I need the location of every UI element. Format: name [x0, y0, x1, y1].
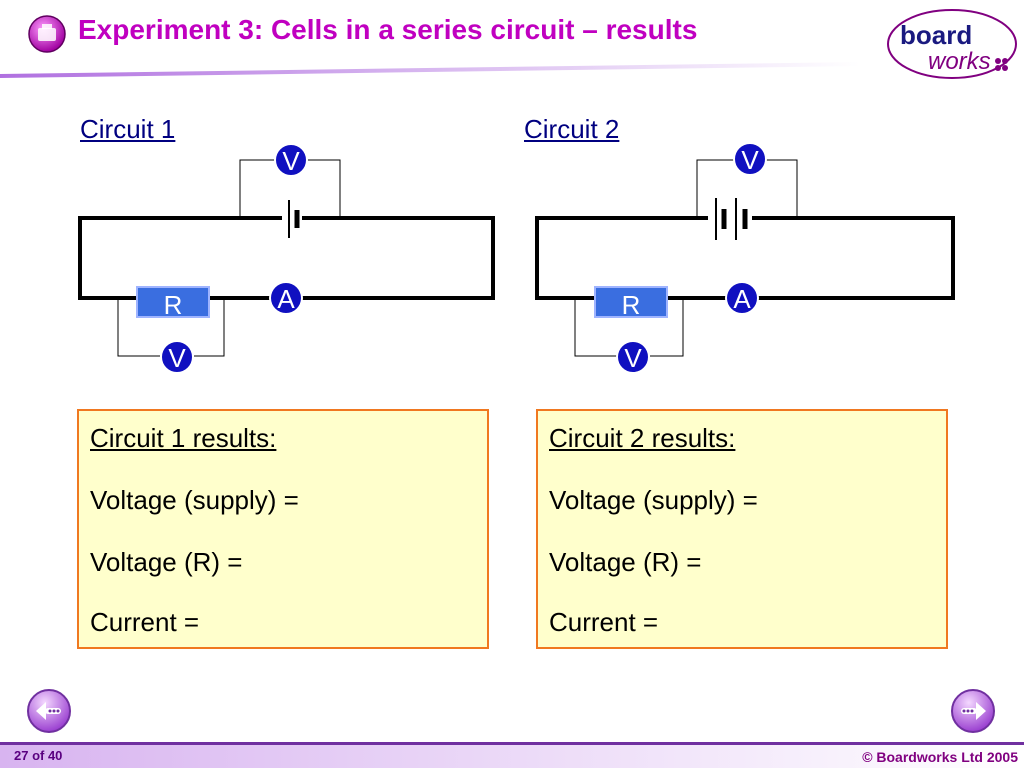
circuit1-resistor-label: R	[164, 290, 183, 320]
circuit2-ammeter-label: A	[733, 284, 751, 314]
circuit1-voltmeter-top-label: V	[282, 146, 300, 176]
circuit1-results-box: Circuit 1 results: Voltage (supply) = Vo…	[77, 409, 489, 649]
circuit1-resistor-voltage: Voltage (R) =	[90, 547, 243, 577]
circuit1-wires	[78, 216, 495, 300]
title-underline	[0, 62, 860, 78]
page-title: Experiment 3: Cells in a series circuit …	[78, 14, 698, 45]
circuit2-resistor: R	[594, 286, 668, 320]
circuit1-resistor: R	[136, 286, 210, 320]
boardworks-logo: board works	[887, 9, 1017, 79]
circuit1-current: Current =	[90, 607, 200, 637]
circuit1-cell	[282, 200, 302, 238]
circuit1-voltmeter-bottom: V	[160, 340, 194, 374]
arrow-right-icon	[961, 702, 986, 720]
experiment-icon	[28, 15, 66, 53]
circuit2-resistor-voltage: Voltage (R) =	[549, 547, 702, 577]
circuit1-voltmeter-bottom-label: V	[168, 343, 186, 373]
circuit2-diagram: V R A V	[535, 142, 955, 374]
circuit2-resistor-label: R	[622, 290, 641, 320]
circuit1-thin-wires	[117, 159, 341, 357]
circuit2-results-box: Circuit 2 results: Voltage (supply) = Vo…	[536, 409, 948, 649]
circuit1-supply-voltage: Voltage (supply) =	[90, 485, 299, 515]
next-slide-button[interactable]	[950, 688, 996, 734]
footer-bar	[0, 742, 1024, 768]
svg-text:board: board	[900, 20, 972, 50]
circuit-diagrams: V R A V	[78, 142, 955, 374]
circuit2-cells	[708, 198, 752, 240]
circuit1-ammeter: A	[269, 281, 303, 315]
circuit2-current: Current =	[549, 607, 659, 637]
circuit2-wires	[535, 216, 955, 300]
circuit1-diagram: V R A V	[78, 143, 495, 374]
previous-slide-button[interactable]	[26, 688, 72, 734]
circuit2-results-heading: Circuit 2 results:	[549, 423, 736, 453]
circuit2-label: Circuit 2	[524, 114, 620, 144]
arrow-left-icon	[36, 702, 61, 720]
circuit1-results-heading: Circuit 1 results:	[90, 423, 277, 453]
svg-text:works: works	[928, 48, 991, 75]
circuit1-ammeter-label: A	[277, 284, 295, 314]
circuit2-voltmeter-top-label: V	[741, 145, 759, 175]
circuit2-voltmeter-bottom: V	[616, 340, 650, 374]
circuit2-ammeter: A	[725, 281, 759, 315]
circuit2-thin-wires	[574, 159, 798, 357]
page-counter: 27 of 40	[14, 748, 63, 763]
copyright-text: © Boardworks Ltd 2005	[862, 749, 1018, 765]
circuit1-voltmeter-top: V	[274, 143, 308, 177]
circuit1-label: Circuit 1	[80, 114, 176, 144]
circuit2-voltmeter-bottom-label: V	[624, 343, 642, 373]
circuit2-supply-voltage: Voltage (supply) =	[549, 485, 758, 515]
circuit2-voltmeter-top: V	[733, 142, 767, 176]
